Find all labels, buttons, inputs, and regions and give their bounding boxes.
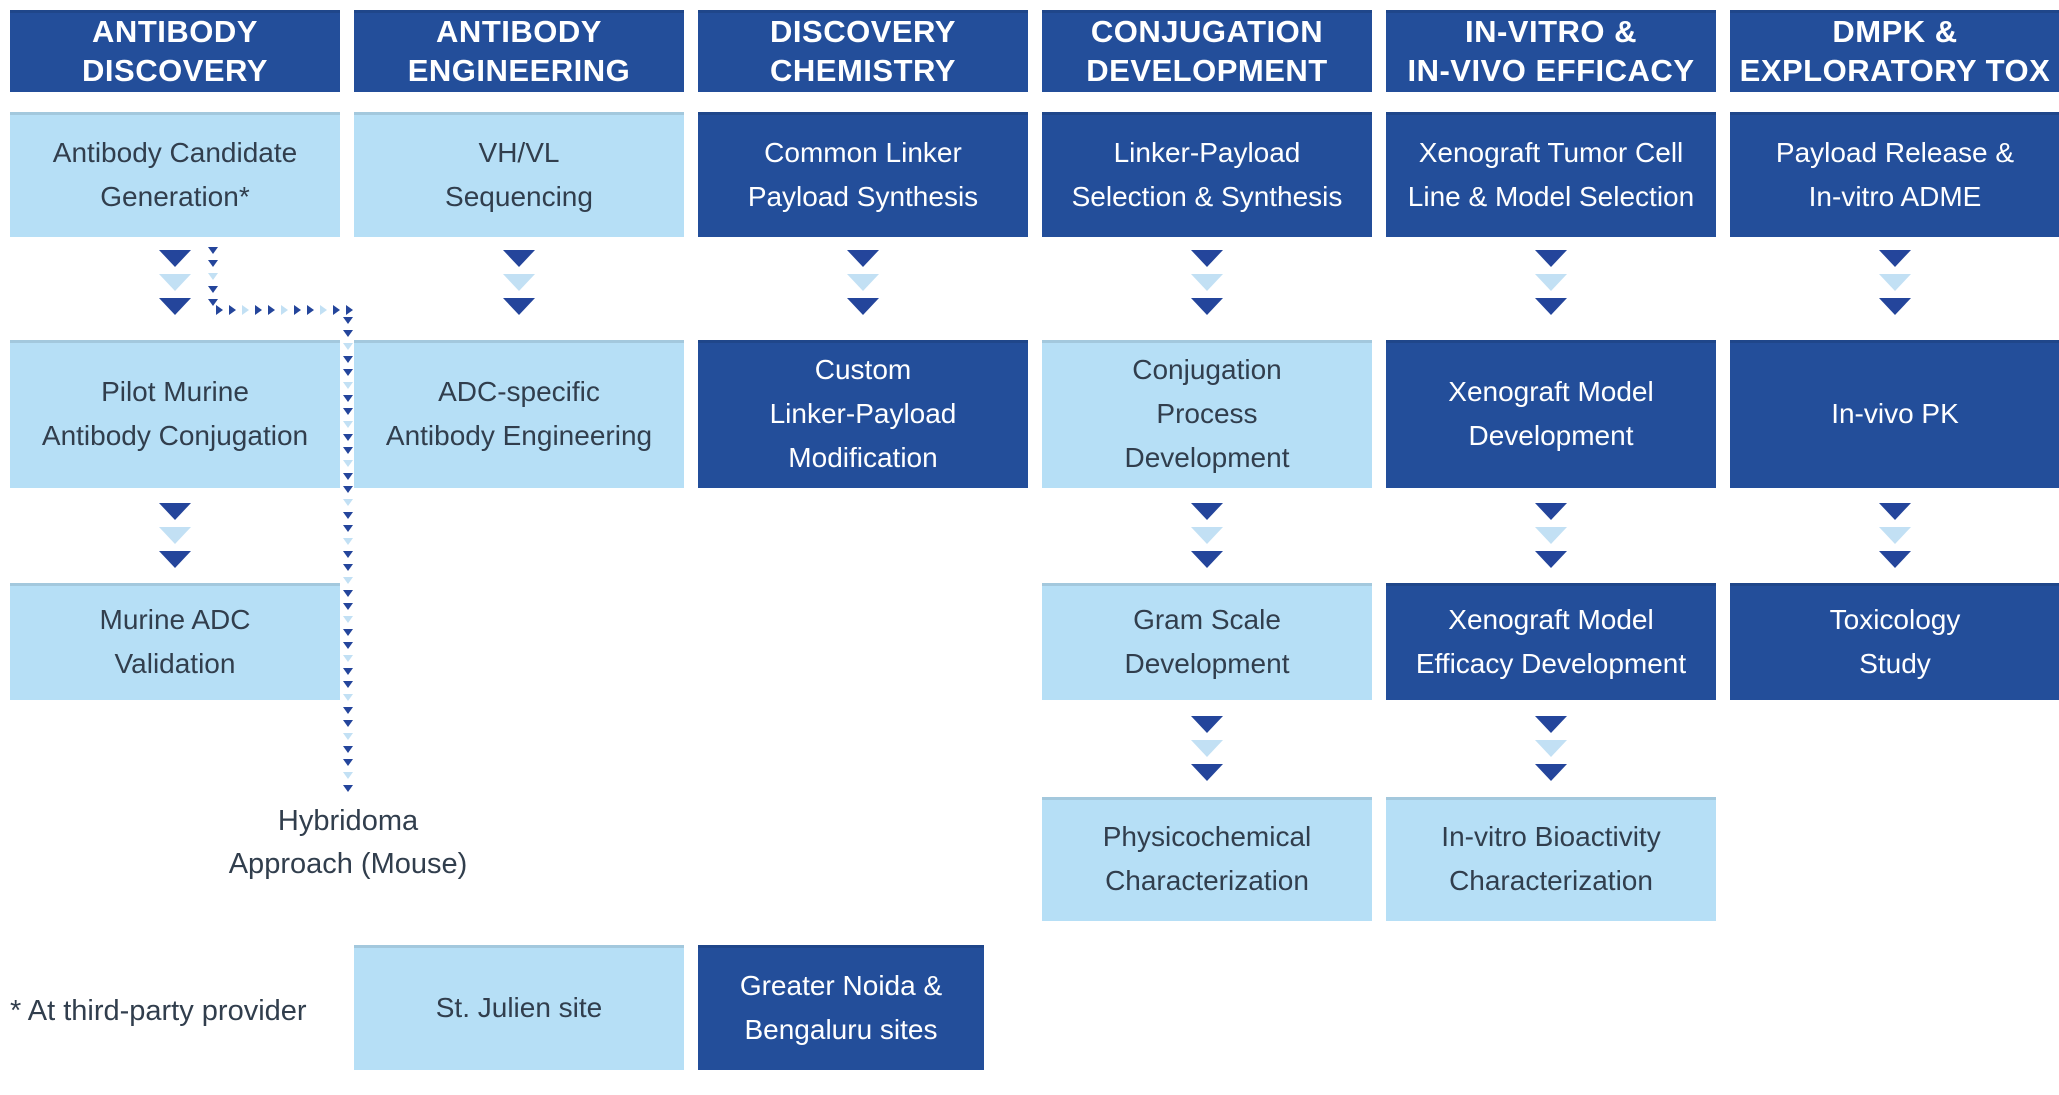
box-invitro-bioactivity-characterization: In-vitro Bioactivity Characterization (1386, 797, 1716, 921)
flow-arrow-icon (1386, 250, 1716, 315)
third-party-provider-footnote: * At third-party provider (10, 995, 307, 1027)
flow-arrow-icon (1730, 250, 2059, 315)
flow-arrow-icon (1042, 250, 1372, 315)
flow-arrow-icon (1042, 503, 1372, 568)
box-vhvl-sequencing: VH/VL Sequencing (354, 112, 684, 237)
box-conjugation-process-development: Conjugation Process Development (1042, 340, 1372, 488)
dotted-connector-vertical-icon (208, 247, 218, 306)
box-murine-adc-validation: Murine ADC Validation (10, 583, 340, 700)
hybridoma-approach-label: Hybridoma Approach (Mouse) (228, 805, 468, 880)
flow-arrow-icon (698, 250, 1028, 315)
box-physicochemical-characterization: Physicochemical Characterization (1042, 797, 1372, 921)
box-invivo-pk: In-vivo PK (1730, 340, 2059, 488)
flow-arrow-icon (1386, 716, 1716, 781)
flow-arrow-icon (10, 250, 340, 315)
flow-arrow-icon (1730, 503, 2059, 568)
box-common-linker-payload-synthesis: Common Linker Payload Synthesis (698, 112, 1028, 237)
box-toxicology-study: Toxicology Study (1730, 583, 2059, 700)
box-greater-noida-bengaluru-sites: Greater Noida & Bengaluru sites (698, 945, 984, 1070)
box-antibody-candidate-generation: Antibody Candidate Generation* (10, 112, 340, 237)
column-header-antibody-discovery: ANTIBODY DISCOVERY (10, 10, 340, 92)
flow-arrow-icon (1042, 716, 1372, 781)
dotted-connector-vertical-icon (343, 317, 353, 792)
column-header-invitro-invivo-efficacy: IN-VITRO & IN-VIVO EFFICACY (1386, 10, 1716, 92)
box-gram-scale-development: Gram Scale Development (1042, 583, 1372, 700)
column-header-antibody-engineering: ANTIBODY ENGINEERING (354, 10, 684, 92)
column-header-conjugation-development: CONJUGATION DEVELOPMENT (1042, 10, 1372, 92)
flow-arrow-icon (1386, 503, 1716, 568)
column-header-dmpk-exploratory-tox: DMPK & EXPLORATORY TOX (1730, 10, 2059, 92)
box-payload-release-invitro-adme: Payload Release & In-vitro ADME (1730, 112, 2059, 237)
box-xenograft-tumor-cell-line-model-selection: Xenograft Tumor Cell Line & Model Select… (1386, 112, 1716, 237)
flow-arrow-icon (10, 503, 340, 568)
box-pilot-murine-antibody-conjugation: Pilot Murine Antibody Conjugation (10, 340, 340, 488)
box-linker-payload-selection-synthesis: Linker-Payload Selection & Synthesis (1042, 112, 1372, 237)
column-header-discovery-chemistry: DISCOVERY CHEMISTRY (698, 10, 1028, 92)
box-xenograft-model-efficacy-development: Xenograft Model Efficacy Development (1386, 583, 1716, 700)
box-xenograft-model-development: Xenograft Model Development (1386, 340, 1716, 488)
box-custom-linker-payload-modification: Custom Linker-Payload Modification (698, 340, 1028, 488)
box-st-julien-site: St. Julien site (354, 945, 684, 1070)
flow-arrow-icon (354, 250, 684, 315)
box-adc-specific-antibody-engineering: ADC-specific Antibody Engineering (354, 340, 684, 488)
dotted-connector-horizontal-icon (216, 305, 353, 315)
